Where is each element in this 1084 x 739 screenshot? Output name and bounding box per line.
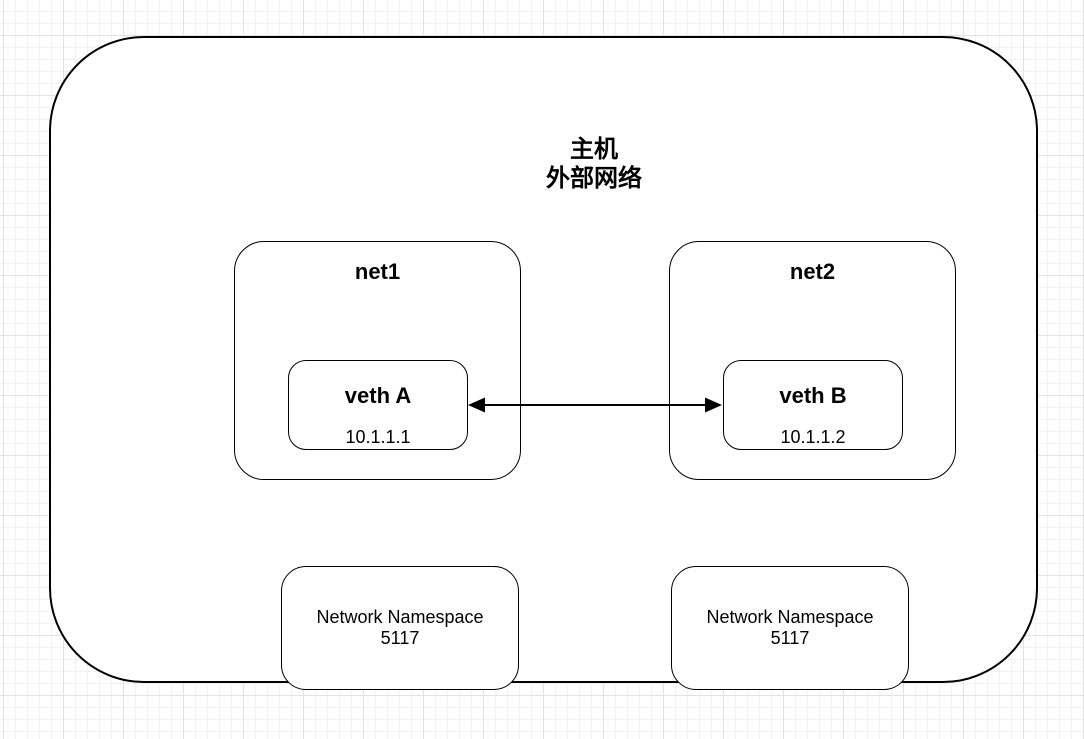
network-namespace-right-line2: 5117 bbox=[770, 628, 810, 648]
host-title: 主机 外部网络 bbox=[444, 135, 744, 193]
network-namespace-left-line2: 5117 bbox=[380, 628, 420, 648]
network-namespace-left-line1: Network Namespace bbox=[316, 607, 484, 627]
network-namespace-box-left: Network Namespace 5117 bbox=[281, 566, 519, 690]
veth-b-ip: 10.1.1.2 bbox=[780, 427, 846, 447]
host-box: 主机 外部网络 net1 net2 veth A 10.1.1.1 veth B… bbox=[49, 36, 1038, 690]
veth-connection-arrow-icon bbox=[468, 397, 722, 413]
veth-b-label: veth B bbox=[779, 383, 847, 408]
host-title-line2: 外部网络 bbox=[546, 165, 642, 192]
network-namespace-right-line1: Network Namespace bbox=[706, 607, 874, 627]
network-namespace-box-right: Network Namespace 5117 bbox=[671, 566, 909, 690]
net1-label: net1 bbox=[354, 259, 401, 284]
veth-a-ip: 10.1.1.1 bbox=[345, 427, 411, 447]
host-title-line1: 主机 bbox=[570, 136, 618, 163]
net2-label: net2 bbox=[789, 259, 836, 284]
veth-a-label: veth A bbox=[344, 383, 412, 408]
veth-b-box: veth B 10.1.1.2 bbox=[723, 360, 903, 450]
veth-a-box: veth A 10.1.1.1 bbox=[288, 360, 468, 450]
